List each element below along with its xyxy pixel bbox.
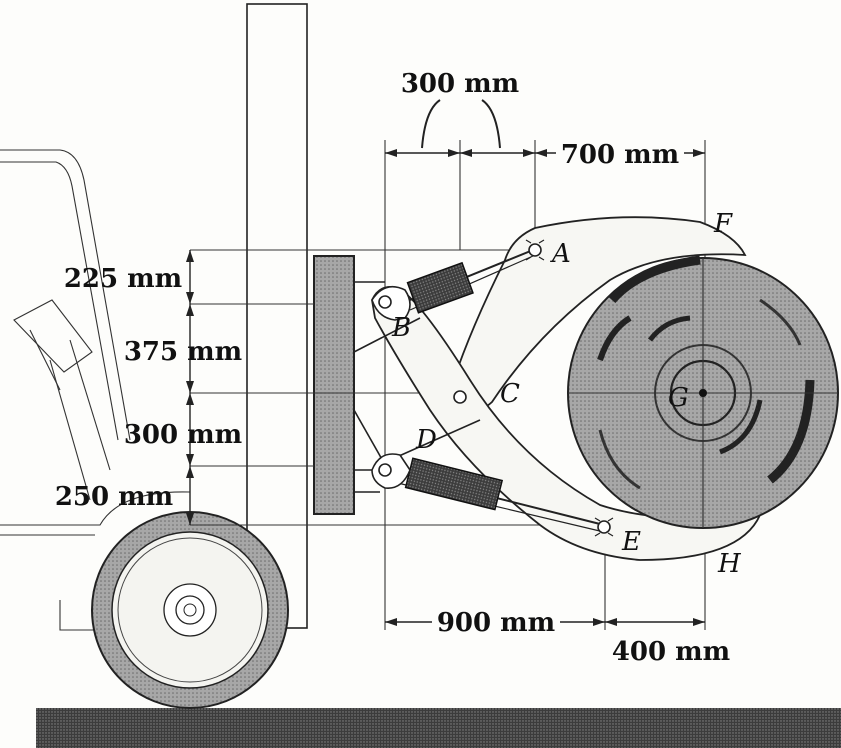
bottom-dimension-lines (385, 618, 705, 626)
label-H: H (717, 549, 742, 579)
paper-roll (567, 255, 839, 529)
label-A: A (550, 239, 571, 269)
pin-D (378, 463, 392, 477)
dim-300mm-left: 300 mm (124, 420, 242, 450)
centroid-G-dot (699, 389, 707, 397)
pins (378, 243, 611, 534)
dim-300mm-top: 300 mm (401, 69, 519, 99)
label-G: G (668, 383, 689, 413)
dim-225mm: 225 mm (64, 264, 182, 294)
label-B: B (391, 313, 411, 343)
pin-C (453, 390, 467, 404)
top-dimension-lines (385, 99, 705, 157)
upper-jaw (450, 216, 747, 413)
dim-700mm: 700 mm (561, 140, 679, 170)
label-E: E (621, 527, 641, 557)
label-C: C (500, 379, 520, 409)
vehicle-body (0, 149, 191, 631)
pin-A (528, 243, 542, 257)
dim-375mm: 375 mm (124, 337, 242, 367)
label-F: F (713, 209, 733, 239)
wheel (91, 511, 289, 709)
ground (36, 708, 841, 748)
label-D: D (415, 425, 437, 455)
carriage-plate (313, 255, 355, 515)
pin-E (597, 520, 611, 534)
upper-hydraulic-cylinder (406, 249, 534, 314)
pin-B (378, 295, 392, 309)
dim-900mm: 900 mm (437, 608, 555, 638)
dim-400mm: 400 mm (612, 637, 730, 667)
dimension-extension-lines (190, 140, 706, 630)
dim-250mm: 250 mm (55, 482, 173, 512)
links (353, 281, 481, 493)
vertical-dimension-chain (186, 250, 194, 525)
mast (246, 3, 308, 629)
